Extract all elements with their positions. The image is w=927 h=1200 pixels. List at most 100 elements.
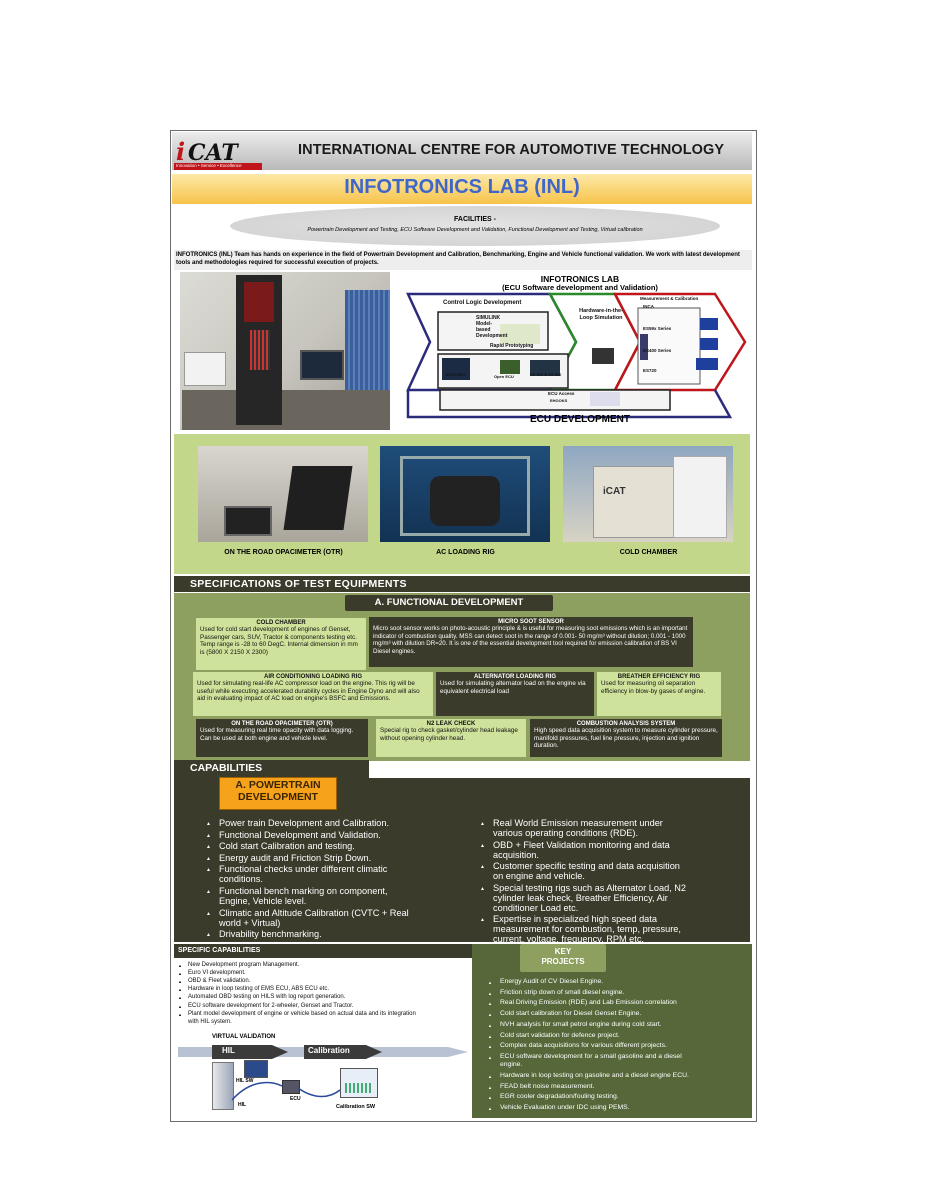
list-item: FEAD belt noise measurement. — [500, 1082, 595, 1090]
list-item: Complex data acquisitions for various di… — [500, 1042, 667, 1050]
powertrain-box — [219, 777, 337, 810]
bullet-icon: ▲ — [206, 832, 211, 839]
spec-otr: ON THE ROAD OPACIMETER (OTR) Used for me… — [196, 719, 368, 757]
list-item: OBD & Fleet validation. — [188, 978, 251, 985]
bullet-icon: ▲ — [488, 980, 492, 985]
list-item: measurement for combustion, temp, pressu… — [493, 924, 681, 935]
bullet-icon: ▲ — [206, 910, 211, 917]
bullet-icon: ▲ — [488, 1095, 492, 1101]
spec-text: High speed data acquisition system to me… — [534, 727, 718, 749]
bullet-icon: ▲ — [488, 1001, 492, 1007]
spec-title: ALTERNATOR LOADING RIG — [474, 674, 556, 680]
vv-hil-label: HIL — [222, 1046, 235, 1055]
specs-bar — [174, 576, 750, 592]
bullet-icon: ▲ — [178, 963, 182, 968]
list-item: Energy Audit of CV Diesel Engine. — [500, 978, 604, 985]
list-item: Functional bench marking on component, — [219, 886, 388, 896]
spec-title: COLD CHAMBER — [256, 620, 306, 626]
bullet-icon: ▲ — [480, 917, 485, 924]
list-item: Functional Development and Validation. — [219, 829, 381, 840]
list-item: Energy audit and Friction Strip Down. — [219, 852, 372, 863]
bullet-icon: ▲ — [206, 844, 211, 851]
bullet-icon: ▲ — [178, 1011, 182, 1017]
intro-text: INFOTRONICS (INL) Team has hands on expe… — [174, 250, 752, 270]
spec-title: BREATHER EFFICIENCY RIG — [617, 674, 701, 680]
bullet-icon: ▲ — [488, 1033, 492, 1039]
spec-title: MICRO SOOT SENSOR — [498, 619, 564, 625]
bullet-icon: ▲ — [480, 821, 485, 827]
list-item: Friction strip down of small diesel engi… — [500, 988, 625, 996]
key-projects-tab — [520, 944, 606, 972]
list-item: Cold start calibration for Diesel Genset… — [500, 1010, 642, 1018]
list-item: Engine, Vehicle level. — [219, 896, 307, 906]
spec-micro-soot: MICRO SOOT SENSOR Micro soot sensor work… — [369, 617, 693, 667]
key-projects-body — [472, 944, 752, 1118]
lab-title: INFOTRONICS LAB (INL) — [344, 176, 580, 198]
bullet-icon: ▲ — [178, 987, 182, 993]
hil-cabinet — [212, 1062, 234, 1110]
spec-cold-chamber: COLD CHAMBER Used for cold start develop… — [196, 618, 366, 670]
hil-sim-label: Hardware-in-the-Loop Simulation — [579, 308, 623, 321]
bullet-icon: ▲ — [206, 867, 211, 874]
monitor — [300, 350, 344, 380]
bullet-icon: ▲ — [488, 1073, 492, 1079]
ecu-diagram-subtitle: (ECU Software development and Validation… — [502, 283, 658, 292]
list-item: Hardware in loop testing of EMS ECU, ABS… — [188, 986, 330, 993]
spec-text: Used for measuring oil separation effici… — [601, 680, 706, 695]
spec-title: N2 LEAK CHECK — [426, 721, 476, 727]
bullet-icon: ▲ — [178, 1003, 182, 1009]
cold-chamber-photo: iCAT — [563, 446, 733, 542]
bullet-icon: ▲ — [488, 1106, 492, 1111]
open-ecu-label: Open ECU — [494, 374, 514, 379]
bullet-icon: ▲ — [488, 1022, 492, 1028]
list-item: conditioner Load etc. — [493, 902, 579, 913]
spec-title: COMBUSTION ANALYSIS SYSTEM — [576, 721, 676, 727]
calibration-monitor — [340, 1068, 378, 1098]
list-item: Drivability benchmarking. — [219, 929, 322, 940]
bullet-icon: ▲ — [488, 1044, 492, 1050]
list-item: Cold start validation for defence projec… — [500, 1031, 620, 1039]
specific-title: SPECIFIC CAPABILITIES — [178, 947, 261, 954]
bullet-icon: ▲ — [480, 864, 485, 871]
list-item: NVH analysis for small petrol engine dur… — [500, 1020, 662, 1028]
bullet-icon: ▲ — [488, 1084, 492, 1090]
vv-calibration-label: Calibration — [308, 1046, 350, 1055]
svg-text:CAT: CAT — [188, 140, 239, 166]
list-item: Vehicle Evaluation under IDC using PEMS. — [500, 1104, 630, 1111]
otr-photo — [198, 446, 368, 542]
calibration-sw-label: Calibration SW — [336, 1104, 376, 1110]
intecrio-label: INTECRIO — [446, 372, 466, 377]
list-item: Hardware in loop testing on gasoline and… — [500, 1071, 689, 1079]
hil-sw-label: HIL SW — [236, 1078, 254, 1084]
specific-header — [174, 944, 512, 958]
bullet-icon: ▲ — [178, 979, 182, 985]
ecu-diagram-title: INFOTRONICS LAB — [540, 274, 620, 284]
spec-combustion: COMBUSTION ANALYSIS SYSTEM High speed da… — [530, 719, 722, 757]
bullet-icon: ▲ — [488, 990, 492, 996]
logo-tagline: Innovation • Service • Excellence — [176, 163, 242, 168]
list-item: Real World Emission measurement under — [493, 818, 663, 828]
list-item: Real Driving Emission (RDE) and Lab Emis… — [500, 999, 677, 1007]
bullet-icon: ▲ — [178, 995, 182, 1001]
measure-label: Measurement & Calibration — [640, 296, 699, 301]
inca-label: INCA — [643, 304, 654, 309]
list-item: cylinder leak check, Breather Efficiency… — [493, 892, 668, 903]
list-item: Euro VI development. — [188, 970, 246, 977]
es910-label: ES 910 & ES 930 — [530, 372, 562, 377]
es59x-label: ES59x Series — [643, 326, 672, 331]
spec-text: Special rig to check gasket/cylinder hea… — [380, 727, 518, 742]
bullet-icon: ▲ — [480, 842, 485, 849]
list-item: Plant model development of engine or veh… — [188, 1010, 416, 1017]
list-item: with HIL system. — [188, 1018, 232, 1025]
list-item: Cold start Calibration and testing. — [219, 841, 355, 852]
list-item: Power train Development and Calibration. — [219, 818, 390, 828]
bullet-icon: ▲ — [178, 971, 182, 977]
ecu-diagram — [400, 272, 750, 432]
facilities-subtitle: Powertrain Development and Testing, ECU … — [307, 227, 643, 233]
rapid-label: Rapid Prototyping — [490, 343, 534, 349]
bullet-icon: ▲ — [206, 821, 211, 827]
hil-label: HIL — [238, 1102, 247, 1108]
spec-text: Used for cold start development of engin… — [200, 626, 358, 656]
list-item: Functional checks under different climat… — [219, 864, 388, 875]
